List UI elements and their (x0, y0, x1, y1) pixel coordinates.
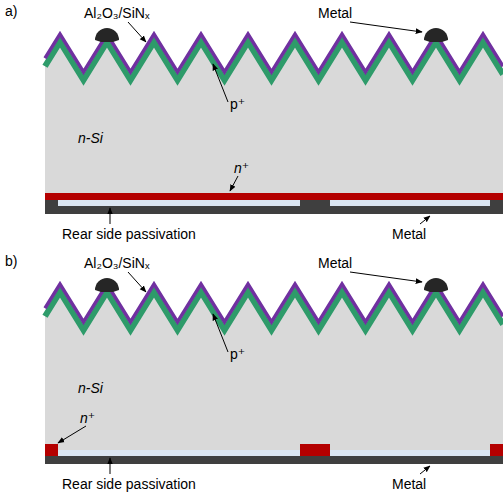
leader-arrow (110, 458, 111, 474)
layer-label: Al₂O₃/SiNₓ (84, 255, 150, 271)
leader-arrow (213, 314, 228, 352)
front-metal-contact (95, 28, 119, 42)
panel-label: b) (5, 253, 17, 269)
leader-arrow (420, 216, 430, 224)
leader-arrow (128, 272, 146, 292)
n-plus-layer (45, 193, 503, 200)
rear-passivation (330, 200, 490, 206)
region-label: n-Si (78, 130, 103, 146)
layer-label: Al₂O₃/SiNₓ (84, 5, 150, 21)
layer-label: Rear side passivation (62, 226, 196, 242)
layer-label: n⁺ (234, 160, 249, 176)
panel-b (45, 272, 503, 474)
leader-arrow (58, 426, 86, 443)
front-metal-contact (424, 28, 448, 42)
rear-passivation (330, 450, 490, 456)
rear-metal (45, 200, 503, 214)
leader-arrow (110, 208, 111, 224)
front-metal-contact (95, 278, 119, 292)
leader-arrow (128, 22, 146, 42)
layer-label: Metal (392, 476, 426, 492)
layer-label: Rear side passivation (62, 476, 196, 492)
layer-label: n⁺ (80, 410, 95, 426)
panel-label: a) (5, 3, 17, 19)
front-metal-contact (424, 278, 448, 292)
local-n-plus (490, 444, 503, 456)
layer-label: Metal (392, 226, 426, 242)
region-label: n-Si (78, 380, 103, 396)
panel-a (45, 22, 503, 224)
local-n-plus (300, 444, 330, 456)
local-n-plus (45, 444, 58, 456)
leader-arrow (230, 176, 238, 191)
leader-arrow (213, 64, 228, 102)
leader-arrow (350, 272, 422, 282)
leader-arrow (350, 22, 422, 32)
layer-label: Metal (318, 255, 352, 271)
rear-metal (45, 450, 503, 464)
layer-label: Metal (318, 5, 352, 21)
rear-passivation (58, 450, 300, 456)
rear-passivation (58, 200, 300, 206)
leader-arrow (420, 466, 430, 474)
layer-label: p⁺ (230, 346, 245, 362)
layer-label: p⁺ (230, 96, 245, 112)
